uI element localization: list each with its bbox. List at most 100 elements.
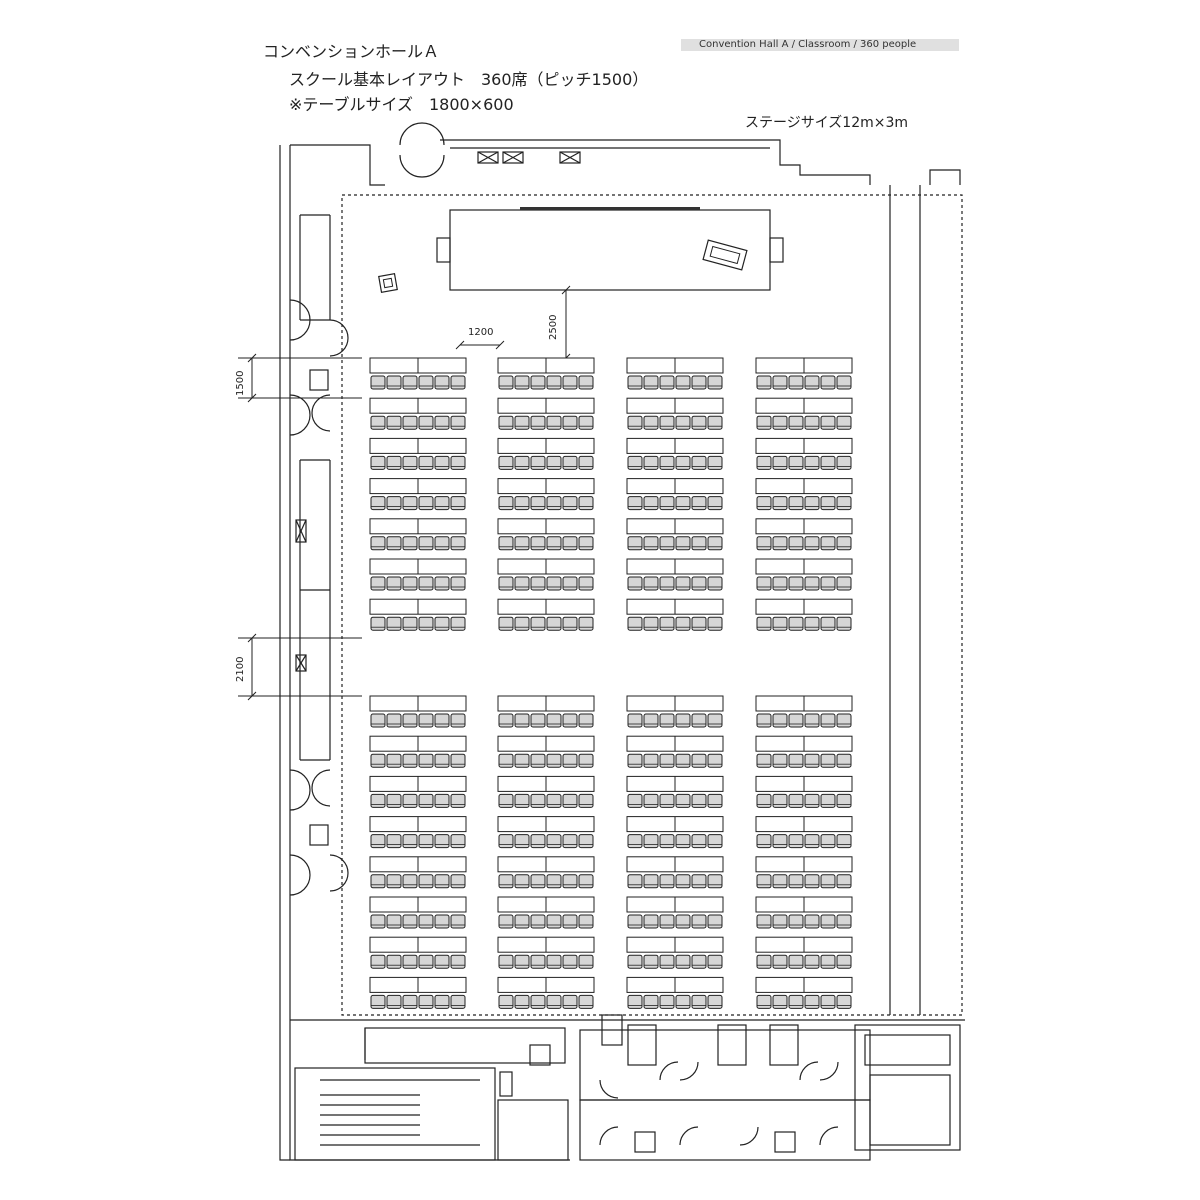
stage-step-left — [436, 237, 451, 263]
chair — [756, 536, 772, 551]
table-row — [369, 397, 467, 430]
chair — [707, 994, 723, 1009]
chair — [450, 713, 466, 728]
chair — [386, 455, 402, 470]
table-row — [626, 437, 724, 470]
chair — [788, 954, 804, 969]
chair — [836, 415, 852, 430]
chair — [820, 536, 836, 551]
table-row — [626, 936, 724, 969]
aisle-width-label: 1200 — [468, 327, 493, 338]
chair — [370, 616, 386, 631]
chair — [675, 713, 691, 728]
chair — [402, 496, 418, 511]
chair — [659, 576, 675, 591]
chair — [434, 375, 450, 390]
chair — [691, 455, 707, 470]
chair — [450, 536, 466, 551]
chair — [514, 536, 530, 551]
chair — [756, 455, 772, 470]
chair — [627, 834, 643, 849]
chair — [820, 576, 836, 591]
chair — [804, 496, 820, 511]
chair — [820, 954, 836, 969]
chair — [370, 793, 386, 808]
chair — [498, 834, 514, 849]
chair — [434, 753, 450, 768]
chair — [691, 954, 707, 969]
chair — [659, 994, 675, 1009]
seating-grid — [369, 357, 853, 1009]
chair — [530, 616, 546, 631]
chair — [434, 415, 450, 430]
chair — [450, 914, 466, 929]
chair — [691, 415, 707, 430]
chair — [820, 874, 836, 889]
chair — [788, 536, 804, 551]
chair — [434, 793, 450, 808]
chair — [820, 375, 836, 390]
chair — [643, 536, 659, 551]
chair — [675, 834, 691, 849]
chair — [659, 415, 675, 430]
chair — [691, 576, 707, 591]
chair — [562, 753, 578, 768]
chair — [578, 576, 594, 591]
chair — [418, 496, 434, 511]
chair — [804, 616, 820, 631]
chair — [707, 834, 723, 849]
chair — [578, 753, 594, 768]
chair — [386, 753, 402, 768]
chair — [402, 415, 418, 430]
chair — [386, 834, 402, 849]
chair — [836, 713, 852, 728]
chair — [434, 616, 450, 631]
chair — [675, 954, 691, 969]
table-row — [626, 735, 724, 768]
chair — [370, 375, 386, 390]
chair — [643, 994, 659, 1009]
chair — [498, 914, 514, 929]
chair — [627, 496, 643, 511]
chair — [418, 834, 434, 849]
chair — [434, 954, 450, 969]
chair — [659, 455, 675, 470]
table-row — [755, 357, 853, 390]
chair — [772, 616, 788, 631]
chair — [562, 415, 578, 430]
chair — [627, 415, 643, 430]
chair — [530, 914, 546, 929]
table-row — [369, 896, 467, 929]
chair — [498, 496, 514, 511]
chair — [402, 954, 418, 969]
chair — [691, 375, 707, 390]
chair — [514, 496, 530, 511]
table-row — [369, 598, 467, 631]
chair — [691, 496, 707, 511]
chair — [788, 455, 804, 470]
chair — [514, 914, 530, 929]
chair — [820, 713, 836, 728]
chair — [707, 455, 723, 470]
chair — [756, 954, 772, 969]
chair — [402, 994, 418, 1009]
table-row — [497, 775, 595, 808]
chair — [659, 753, 675, 768]
chair — [788, 793, 804, 808]
chair — [498, 753, 514, 768]
chair — [450, 874, 466, 889]
chair — [659, 536, 675, 551]
chair — [836, 536, 852, 551]
table-row — [755, 976, 853, 1009]
table-row — [626, 357, 724, 390]
chair — [788, 496, 804, 511]
chair — [659, 375, 675, 390]
chair — [530, 415, 546, 430]
chair — [707, 914, 723, 929]
chair — [386, 496, 402, 511]
chair — [643, 713, 659, 728]
chair — [530, 713, 546, 728]
table-row — [626, 856, 724, 889]
chair — [772, 375, 788, 390]
